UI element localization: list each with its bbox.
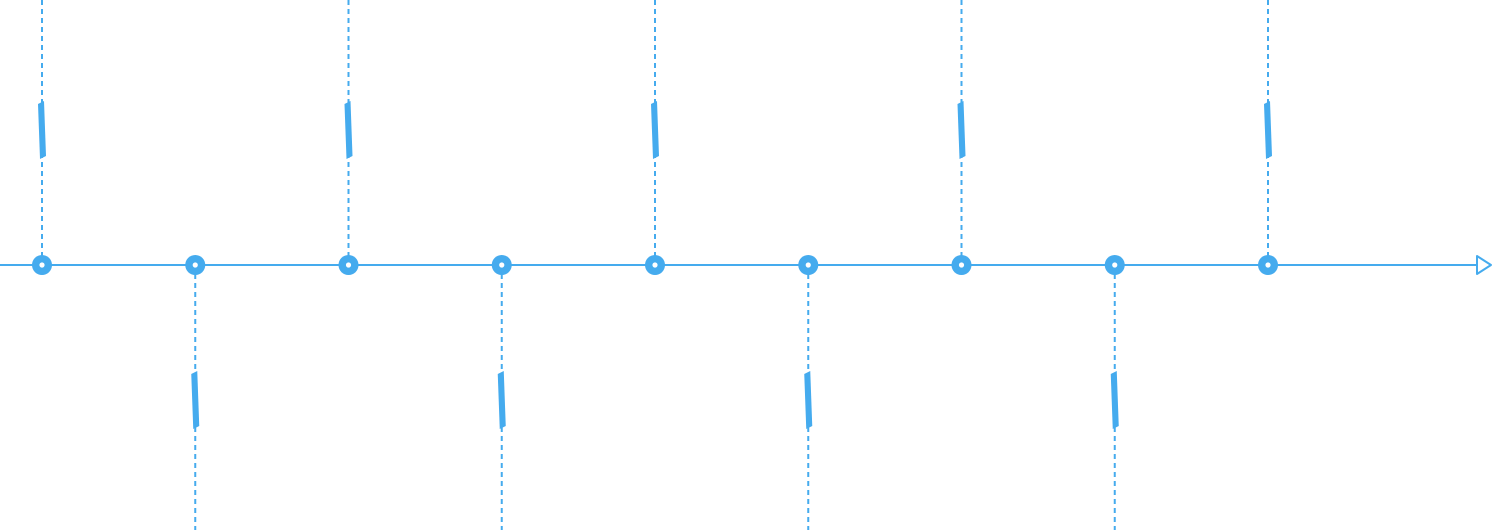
milestone-node-center-2 [192, 262, 198, 268]
milestone-marker-9 [1264, 101, 1272, 159]
milestone-marker-6 [804, 371, 813, 429]
milestone-node-center-7 [958, 262, 965, 268]
milestone-marker-3 [344, 101, 353, 159]
milestone-marker-2 [191, 371, 200, 429]
milestone-marker-5 [651, 101, 659, 159]
milestone-marker-8 [1110, 371, 1119, 429]
milestone-node-center-4 [499, 262, 505, 268]
milestone-marker-7 [957, 101, 966, 159]
milestone-marker-1 [38, 101, 46, 159]
milestone-marker-4 [497, 371, 506, 429]
arrowhead-right-icon [1476, 255, 1492, 275]
milestones-group [32, 0, 1278, 530]
milestone-node-center-6 [805, 262, 811, 268]
milestone-node-center-5 [652, 262, 658, 268]
milestone-node-center-8 [1112, 262, 1118, 268]
milestone-node-center-3 [345, 262, 352, 268]
milestone-node-center-1 [39, 262, 45, 268]
milestone-node-center-9 [1265, 262, 1271, 268]
